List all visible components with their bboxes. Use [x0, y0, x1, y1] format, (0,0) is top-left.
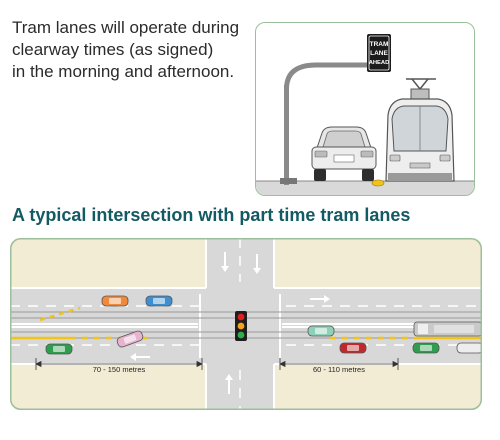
vehicle [456, 342, 482, 354]
tram-lane-ahead-sign: TRAM LANE AHEAD [367, 34, 391, 72]
lane-arrows [130, 252, 330, 394]
tram-lane-lines [10, 306, 482, 340]
intro-text: Tram lanes will operate during clearway … [12, 17, 247, 83]
vehicle [412, 342, 440, 354]
sign-text-line: AHEAD [369, 60, 390, 66]
vehicle [307, 325, 335, 337]
street-illustration: TRAM LANE AHEAD [256, 34, 474, 195]
intersection-diagram: 70 - 150 metres 60 - 110 metres [10, 238, 482, 410]
vehicle [101, 295, 129, 307]
tram [413, 321, 482, 337]
vehicle [45, 343, 73, 355]
distance-label-right: 60 - 110 metres [313, 365, 365, 374]
street-illustration-panel: TRAM LANE AHEAD [255, 22, 475, 196]
dimension-marker-right [279, 358, 399, 370]
sign-pole [280, 62, 368, 185]
section-heading: A typical intersection with part time tr… [12, 205, 411, 225]
sign-text-line: LANE [370, 50, 388, 57]
intro-line: in the morning and afternoon. [12, 62, 235, 81]
car-rear-view [311, 126, 377, 181]
vehicle [116, 330, 144, 348]
distance-label-left: 70 - 150 metres [93, 365, 146, 374]
map-border [10, 238, 482, 410]
intro-line: clearway times (as signed) [12, 40, 214, 59]
traffic-signal [235, 311, 247, 341]
tram-front-view [385, 78, 455, 182]
dimension-marker-left [35, 358, 203, 370]
intro-line: Tram lanes will operate during [12, 18, 240, 37]
footpath [256, 181, 474, 195]
vehicle [145, 295, 173, 307]
lane-marker [371, 179, 385, 187]
vehicle [339, 342, 367, 354]
sign-text-line: TRAM [370, 41, 389, 48]
